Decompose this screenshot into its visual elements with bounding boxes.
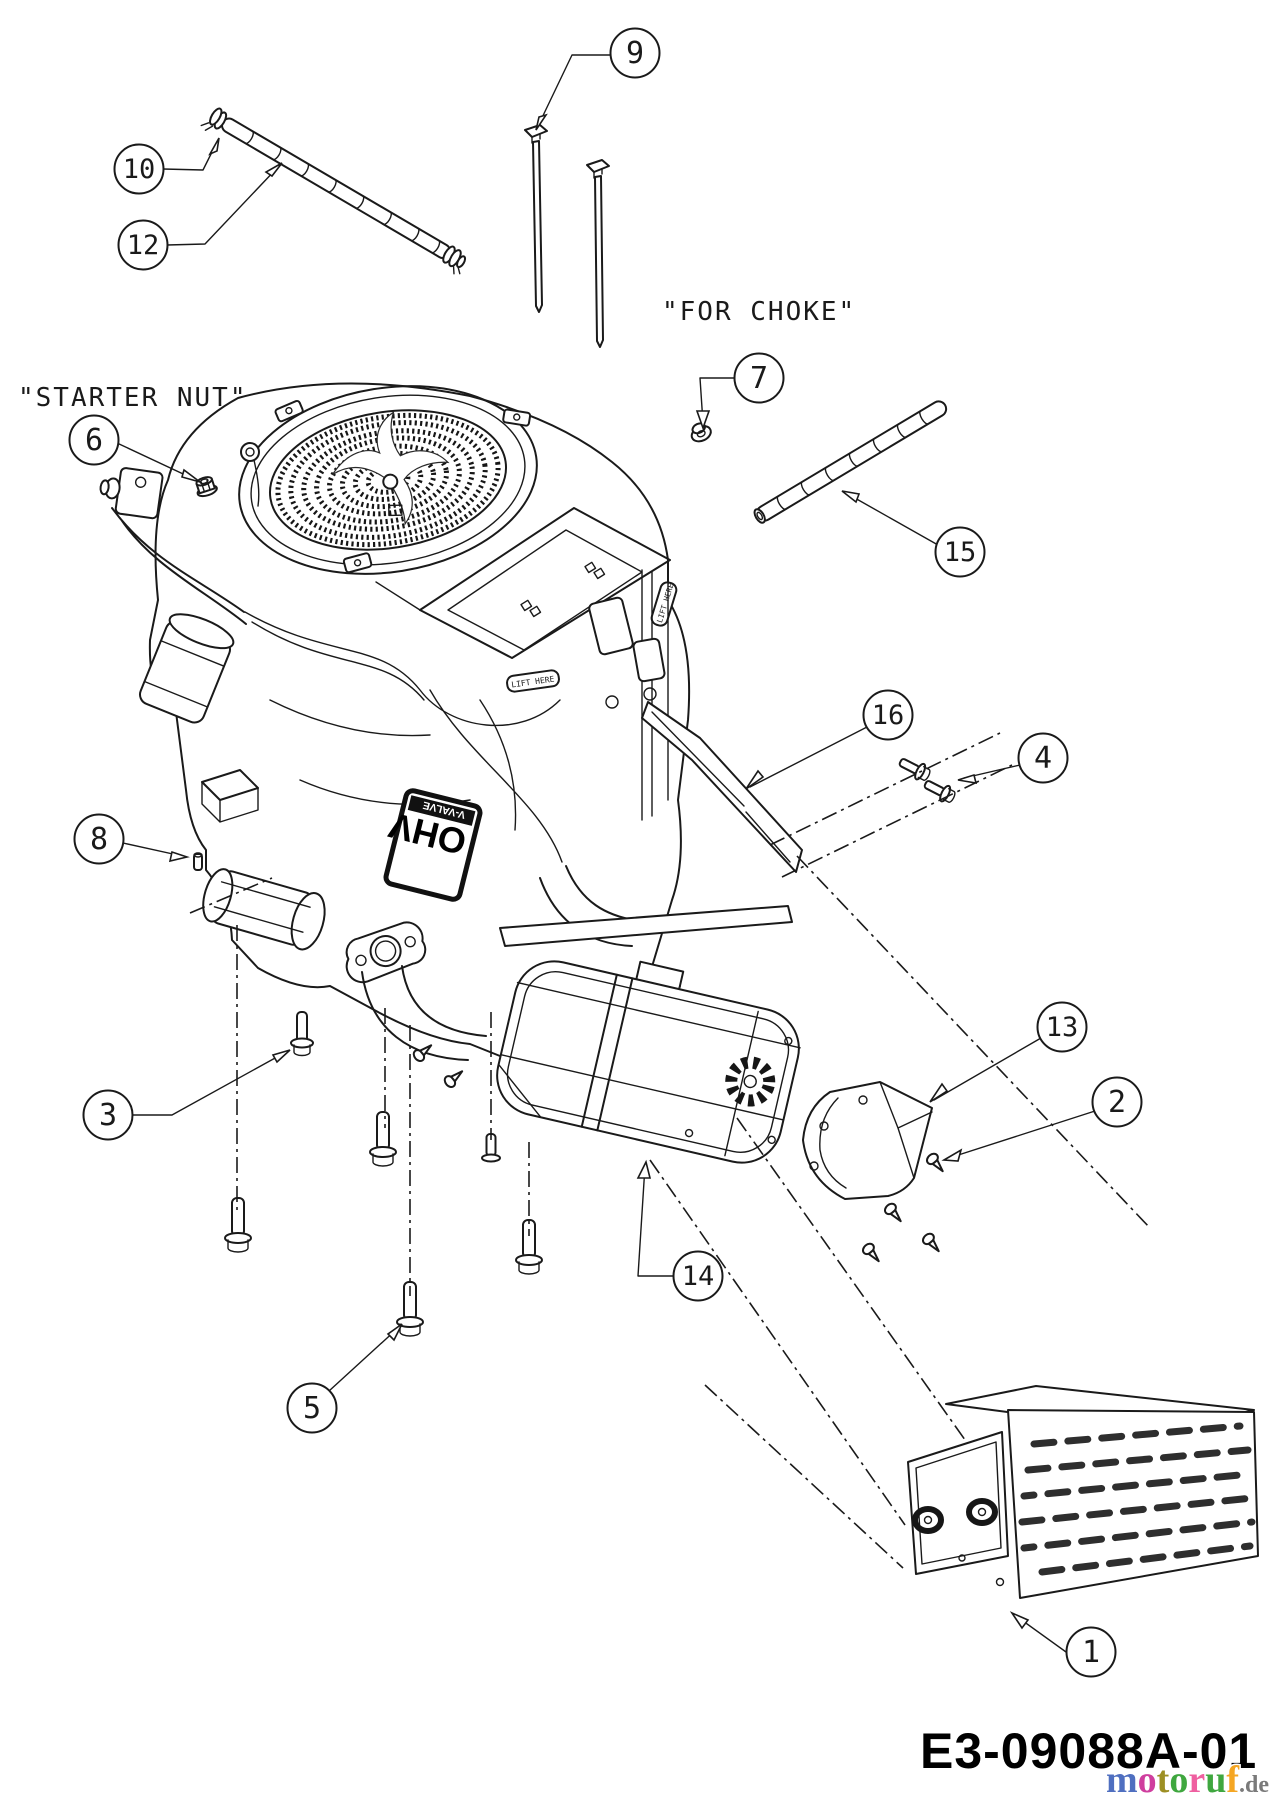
exhaust-pipe-1: [361, 965, 487, 1061]
svg-text:16: 16: [872, 700, 905, 731]
svg-text:6: 6: [85, 423, 103, 458]
carb-bracket-lines: [641, 569, 669, 821]
svg-text:15: 15: [944, 537, 977, 568]
callout-9: 9: [535, 27, 661, 131]
svg-text:12: 12: [127, 230, 160, 261]
bolt-part-3: [290, 1011, 314, 1057]
svg-text:motoruf.de: motoruf.de: [1106, 1759, 1269, 1800]
fuel-line-end-fitting: [442, 245, 467, 275]
starter-nut-label: "STARTER NUT": [18, 383, 248, 413]
svg-text:1: 1: [1082, 1635, 1100, 1670]
screen-tab: [274, 399, 532, 574]
bolt: [515, 1219, 543, 1275]
shield-screws-part-2: [412, 1044, 944, 1263]
fuel-pump: [99, 467, 164, 520]
callout-2: 2: [941, 1076, 1143, 1162]
bolts-part-4: [898, 758, 956, 803]
choke-tube-part-15: [753, 400, 948, 524]
cover-vent-slots: [1018, 1422, 1256, 1576]
callout-15: 15: [841, 490, 986, 578]
watermark-letter: m: [1106, 1759, 1138, 1800]
heat-shield-part-13: [802, 1081, 933, 1200]
muffler-bracket-strip-part-16: [641, 701, 803, 873]
callout-7: 7: [695, 352, 785, 431]
lift-here-tag-1: LIFT HERE: [650, 581, 678, 627]
svg-text:9: 9: [626, 36, 644, 71]
carb-body: [588, 596, 634, 656]
callout-10: 10: [113, 137, 220, 195]
callout-8: 8: [73, 813, 190, 865]
hose-clamp-part-10: [200, 107, 228, 131]
starter-nut-part-6: [195, 476, 218, 498]
lift-here-tag-2: LIFT HERE: [506, 669, 560, 693]
fuel-hose: [111, 507, 247, 625]
callout-16: 16: [745, 689, 914, 790]
starter-motor: [202, 868, 326, 951]
bolt: [224, 1197, 252, 1253]
svg-text:13: 13: [1046, 1012, 1079, 1043]
watermark-suffix: .de: [1239, 1772, 1269, 1798]
fan-silhouette: [331, 410, 450, 526]
svg-text:14: 14: [682, 1261, 715, 1292]
watermark-letter: o: [1138, 1759, 1157, 1800]
for-choke-label: "FOR CHOKE": [662, 297, 856, 327]
watermark-letter: t: [1157, 1759, 1170, 1800]
carb-linkage: [632, 637, 666, 683]
callout-14: 14: [636, 1159, 724, 1302]
fuel-line-part-12: [200, 107, 467, 275]
callout-6: 6: [68, 414, 201, 483]
engine-assembly: LIFT HERE LIFT HERE: [99, 382, 691, 1062]
svg-text:4: 4: [1034, 741, 1052, 776]
center-lines: [189, 732, 1151, 1569]
mounting-bolts: [224, 1011, 543, 1337]
watermark-letter: f: [1226, 1759, 1240, 1800]
dipstick: [240, 442, 260, 507]
muffler-bracket-plate: [499, 905, 793, 947]
callout-1: 1: [1009, 1611, 1117, 1678]
cover-clip-icon: [520, 561, 606, 618]
callout-12: 12: [117, 162, 283, 271]
callout-4: 4: [957, 732, 1069, 784]
air-cleaner-cover: [375, 507, 671, 659]
cable-tie-1: [524, 124, 548, 313]
callout-13: 13: [929, 1001, 1088, 1103]
callout-3: 3: [82, 1049, 291, 1141]
bolt: [369, 1111, 397, 1167]
solenoid-box: [201, 769, 259, 823]
muffler-part-14: [496, 960, 801, 1164]
svg-text:5: 5: [303, 1391, 321, 1426]
svg-text:2: 2: [1108, 1085, 1126, 1120]
choke-grommet-part-7: [690, 422, 712, 443]
engine-cover-part-1: [907, 1385, 1259, 1599]
watermark-letter: o: [1169, 1759, 1188, 1800]
cable-tie-2: [586, 159, 610, 348]
engine-detail-lines: [244, 611, 563, 863]
ohv-label: OHV V-VALVE: [383, 788, 483, 902]
blower-screen: [238, 385, 538, 575]
svg-text:8: 8: [90, 822, 108, 857]
pin-part-8: [193, 852, 203, 871]
svg-text:7: 7: [750, 361, 768, 396]
oil-filter: [139, 613, 235, 724]
cover-grommet: [912, 1498, 998, 1534]
drawing-number: E3-09088A-01: [920, 1723, 1257, 1779]
watermark-letter: u: [1205, 1759, 1226, 1800]
watermark: motoruf.de: [1105, 1758, 1271, 1800]
callout-5: 5: [286, 1323, 403, 1434]
watermark-letter: r: [1188, 1759, 1205, 1800]
svg-text:3: 3: [99, 1098, 117, 1133]
svg-text:10: 10: [123, 154, 156, 185]
bolt-part-5: [396, 1281, 424, 1337]
exhaust-flange: [345, 921, 427, 984]
